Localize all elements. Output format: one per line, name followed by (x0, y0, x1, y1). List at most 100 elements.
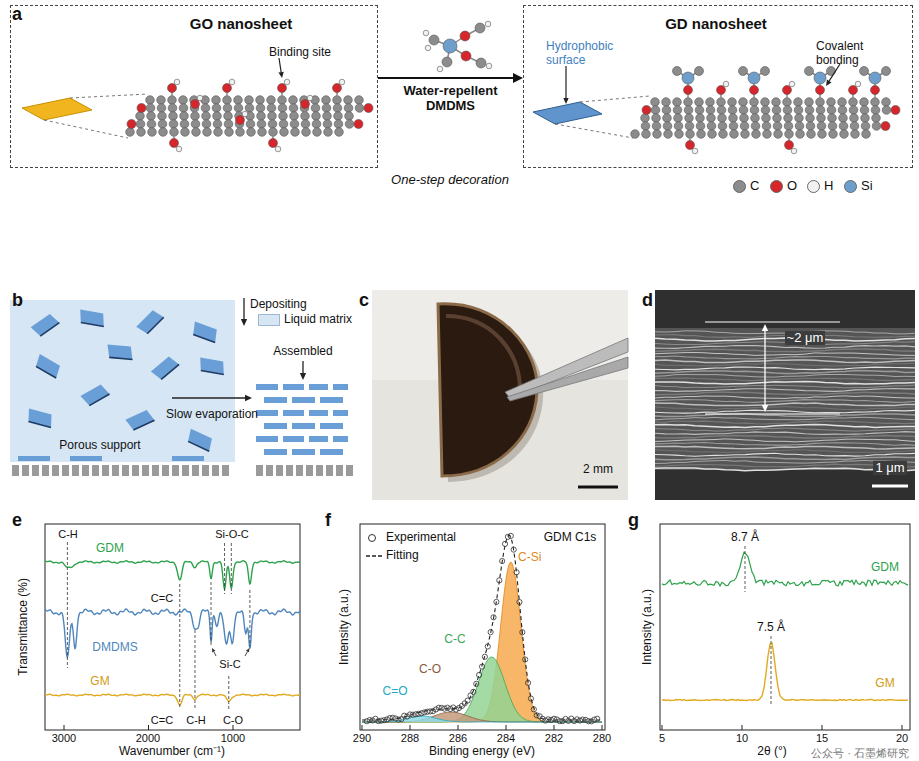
carbon-atom (212, 104, 221, 113)
carbon-atom (126, 128, 135, 137)
oxygen-atom (333, 84, 342, 93)
watermark: 公众号 · 石墨烯研究 (811, 747, 909, 760)
carbon-atom (245, 96, 254, 105)
carbon-atom (761, 67, 770, 76)
carbon-atom (203, 128, 212, 137)
carbon-atom (475, 23, 485, 33)
flake-face (124, 409, 155, 432)
carbon-atom (739, 106, 748, 115)
carbon-atom (180, 120, 189, 129)
carbon-atom (256, 104, 265, 113)
flake-edge (132, 420, 155, 430)
carbon-atom (257, 112, 266, 121)
experimental-point (517, 599, 522, 604)
hydrogen-atom (176, 146, 182, 152)
small-label: 10 (736, 732, 748, 745)
sem-layer (655, 356, 915, 359)
leader-arrow-head (278, 72, 283, 78)
oxygen-atom (750, 86, 759, 95)
carbon-atom (729, 114, 738, 123)
carbon-atom (279, 120, 288, 129)
experimental-point (474, 681, 479, 686)
panel-letter: d (642, 290, 653, 311)
zoom-line (44, 120, 128, 138)
silicon-atom (869, 72, 881, 84)
carbon-atom (684, 106, 693, 115)
oxygen-atom (278, 84, 287, 93)
callout-label: Hydrophobic surface (546, 40, 631, 68)
porous-support (142, 465, 149, 476)
carbon-atom (739, 67, 748, 76)
oxygen-atom (461, 51, 471, 61)
sem-layer (655, 457, 915, 460)
axis-tick (362, 725, 363, 730)
carbon-atom (234, 104, 243, 113)
oxygen-atom (170, 139, 179, 148)
carbon-atom (642, 130, 651, 139)
flake-edge (145, 317, 166, 333)
callout-label: Binding site (269, 46, 331, 60)
legend-text: C (750, 179, 759, 194)
flake-face (149, 354, 181, 382)
annotation-text: GM (875, 677, 894, 691)
leader-arrow-head (212, 648, 215, 652)
experimental-point (502, 541, 507, 546)
sem-layer (655, 367, 915, 370)
sem-layer (655, 428, 915, 431)
hydrogen-atom (425, 45, 431, 51)
caption-text: One-step decoration (391, 173, 509, 188)
settled-flake (70, 456, 102, 461)
panel-letter: e (12, 510, 22, 531)
carbon-atom (180, 112, 189, 121)
process-arrow-head (300, 373, 306, 380)
carbon-atom (739, 98, 748, 107)
oxygen-atom (642, 106, 651, 115)
guide-line (249, 590, 250, 646)
sem-layer (655, 417, 915, 420)
carbon-atom (696, 114, 705, 123)
annotation-text: Slow evaporation (166, 408, 258, 422)
sem-layer (655, 432, 915, 435)
carbon-atom (442, 57, 452, 67)
carbon-atom (750, 106, 759, 115)
annotation-text: Binding energy (eV) (429, 745, 535, 759)
oxygen-atom (717, 86, 726, 95)
flake-face (79, 383, 111, 408)
annotation-text: GDM C1s (544, 531, 597, 545)
axis-tick (458, 725, 459, 730)
sem-layer (655, 407, 915, 410)
axis-tick (148, 725, 149, 730)
oxygen-atom (269, 139, 278, 148)
xrd-curve (662, 643, 908, 700)
porous-support (42, 465, 49, 476)
oxygen-atom (354, 120, 363, 129)
carbon-atom (641, 122, 650, 131)
porous-support (346, 465, 353, 476)
carbon-atom (882, 98, 891, 107)
nanosheet-flake (189, 318, 221, 346)
sem-layer (655, 436, 915, 439)
stacked-flake (333, 436, 348, 442)
experimental-point (497, 578, 502, 583)
carbon-atom (829, 130, 838, 139)
sem-layer (655, 378, 915, 381)
sem-layer (655, 425, 915, 428)
hydrogen-atom (339, 79, 345, 85)
sem-layer (655, 450, 915, 453)
porous-support (112, 465, 119, 476)
oxygen-atom (364, 104, 373, 113)
carbon-atom (706, 98, 715, 107)
dimension-arrow (764, 331, 765, 368)
carbon-atom (333, 104, 342, 113)
carbon-atom (673, 98, 682, 107)
hydrogen-atom (723, 81, 729, 87)
settled-flake (172, 456, 204, 461)
annotation-text: Transmittance (%) (17, 578, 31, 676)
carbon-atom (631, 130, 640, 139)
carbon-atom (772, 98, 781, 107)
carbon-atom (763, 130, 772, 139)
stacked-flake (283, 436, 304, 442)
experimental-point (494, 599, 499, 604)
carbon-atom (191, 120, 200, 129)
